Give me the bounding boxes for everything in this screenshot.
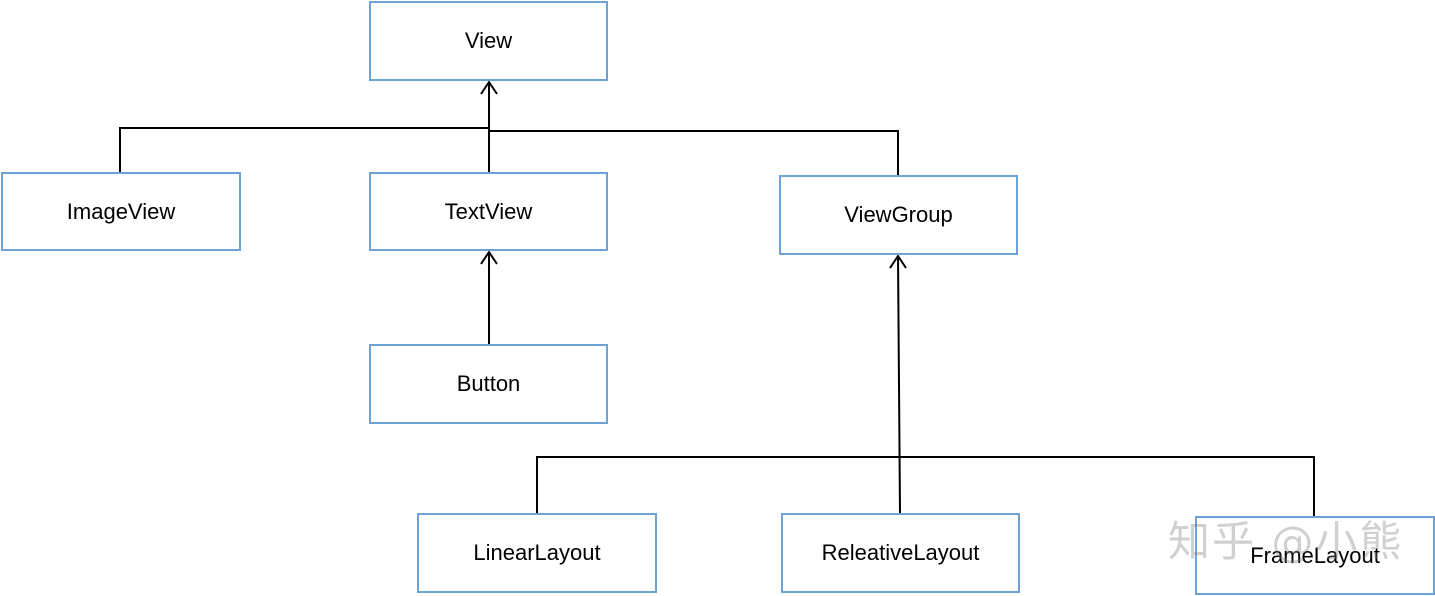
arrowhead-viewgroup (889, 254, 907, 269)
connector-releativelayout-to-viewgroup (897, 255, 901, 514)
connector-linearlayout-to-viewgroup (536, 456, 899, 513)
arrowhead-view (480, 80, 498, 95)
node-view: View (369, 1, 608, 81)
connector-imageview-to-view (119, 127, 489, 172)
node-button: Button (369, 344, 608, 424)
connector-framelayout-to-viewgroup (899, 456, 1315, 516)
arrowhead-textview (480, 250, 498, 265)
connector-viewgroup-to-view (489, 130, 899, 175)
node-linearlayout: LinearLayout (417, 513, 657, 593)
node-releativelayout: ReleativeLayout (781, 513, 1020, 593)
node-imageview: ImageView (1, 172, 241, 251)
node-viewgroup: ViewGroup (779, 175, 1018, 255)
node-textview: TextView (369, 172, 608, 251)
node-framelayout: FrameLayout (1195, 516, 1435, 595)
